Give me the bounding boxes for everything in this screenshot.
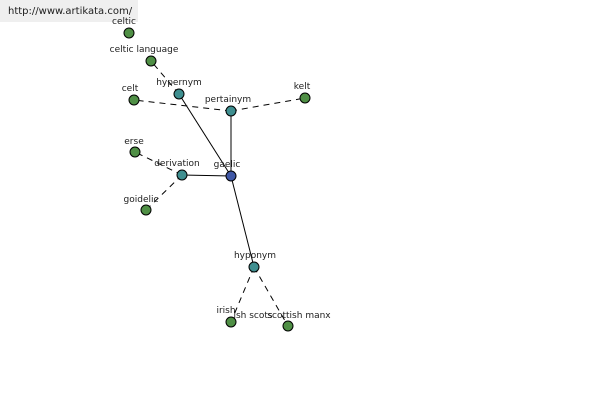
edges-layer — [133, 60, 306, 327]
node-label-gaelic: gaelic — [214, 160, 241, 170]
edge-hyponym-to-scottish-manx — [253, 266, 289, 327]
node-hyponym[interactable] — [248, 261, 260, 273]
node-label-celtic-language: celtic language — [110, 45, 179, 55]
edge-derivation-to-goidelic — [145, 174, 183, 211]
node-pertainym[interactable] — [225, 105, 237, 117]
node-label-celtic: celtic — [112, 17, 136, 27]
source-url: http://www.artikata.com/ — [8, 6, 133, 17]
edge-hypernym-to-celtic-language — [150, 60, 180, 95]
node-erse[interactable] — [129, 146, 141, 158]
node-label-scottish-manx: scottish manx — [267, 311, 331, 321]
node-label-derivation: derivation — [154, 159, 200, 169]
edge-gaelic-to-derivation — [181, 174, 232, 177]
node-scottish-manx[interactable] — [282, 320, 294, 332]
node-kelt[interactable] — [299, 92, 311, 104]
node-irish[interactable] — [225, 316, 237, 328]
node-label-irish: irish — [216, 306, 235, 316]
node-label-pertainym: pertainym — [205, 95, 251, 105]
edge-hyponym-to-irish — [230, 266, 255, 323]
edge-pertainym-to-celt — [133, 99, 232, 112]
node-celtic-language[interactable] — [145, 55, 157, 67]
edge-pertainym-to-kelt — [230, 97, 306, 112]
extra-label-irish-suffix: ish scots — [233, 311, 272, 321]
node-label-celt: celt — [122, 84, 139, 94]
node-label-erse: erse — [124, 137, 144, 147]
labels-layer: celtic celtic language hypernym celt pertain… — [110, 17, 332, 321]
node-label-goidelic: goidelic — [124, 195, 159, 205]
node-derivation[interactable] — [176, 169, 188, 181]
edge-gaelic-to-hypernym — [178, 93, 232, 177]
node-gaelic[interactable] — [225, 170, 237, 182]
edge-gaelic-to-hyponym — [230, 175, 255, 268]
node-label-kelt: kelt — [294, 82, 311, 92]
node-celt[interactable] — [128, 94, 140, 106]
node-celtic[interactable] — [123, 27, 135, 39]
edge-derivation-to-erse — [134, 151, 183, 176]
node-goidelic[interactable] — [140, 204, 152, 216]
source-url-badge: http://www.artikata.com/ — [0, 0, 138, 22]
node-label-hypernym: hypernym — [156, 78, 202, 88]
node-label-hyponym: hyponym — [234, 251, 276, 261]
nodes-layer — [123, 27, 311, 332]
node-hypernym[interactable] — [173, 88, 185, 100]
